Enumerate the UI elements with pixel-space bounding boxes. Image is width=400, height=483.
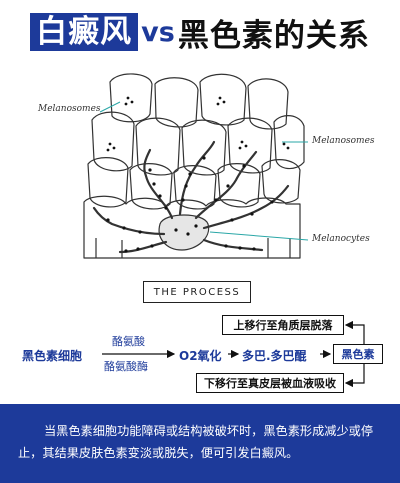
- flow-box-down: 下移行至真皮层被血液吸收: [196, 373, 344, 393]
- flow-enzyme-top: 酪氨酸: [112, 335, 145, 348]
- flow-box-down-text: 下移行至真皮层被血液吸收: [204, 377, 336, 390]
- label-melanosomes-right: Melanosomes: [312, 136, 375, 146]
- skin-cell-illustration: Melanosomes Melanosomes Melanocytes: [0, 62, 400, 282]
- label-melanocytes: Melanocytes: [312, 234, 370, 244]
- footer-text: 当黑色素细胞功能障碍或结构被破坏时，黑色素形成减少或停止，其结果皮肤色素变淡或脱…: [18, 424, 374, 460]
- flow-box-up-text: 上移行至角质层脱落: [233, 319, 333, 332]
- cell-diagram: [83, 73, 309, 259]
- label-melanosomes-left: Melanosomes: [38, 104, 101, 114]
- flow-enzyme-bottom: 酪氨酸酶: [104, 360, 148, 373]
- footer-panel: 当黑色素细胞功能障碍或结构被破坏时，黑色素形成减少或停止，其结果皮肤色素变淡或脱…: [0, 404, 400, 483]
- title-text: 黑色素的关系: [177, 17, 370, 54]
- process-badge: THE PROCESS: [143, 281, 251, 303]
- flow-result-box: 黑色素: [333, 344, 383, 364]
- process-flow: 黑色素细胞 酪氨酸 酪氨酸酶 O2氧化 多巴.多巴醌 黑色素 上移行至角质层脱落…: [0, 305, 400, 400]
- title-banner: 白癜风 vs 黑色素的关系: [0, 0, 400, 64]
- title-highlight: 白癜风: [30, 13, 139, 51]
- flow-source: 黑色素细胞: [22, 349, 83, 363]
- flow-box-up: 上移行至角质层脱落: [222, 315, 344, 335]
- flow-arrows: [102, 320, 365, 388]
- process-badge-text: THE PROCESS: [153, 286, 241, 298]
- title-vs: vs: [141, 16, 175, 48]
- flow-result: 黑色素: [341, 348, 375, 361]
- flow-step-dopa: 多巴.多巴醌: [242, 349, 307, 363]
- flow-step-oxidation: O2氧化: [179, 349, 222, 363]
